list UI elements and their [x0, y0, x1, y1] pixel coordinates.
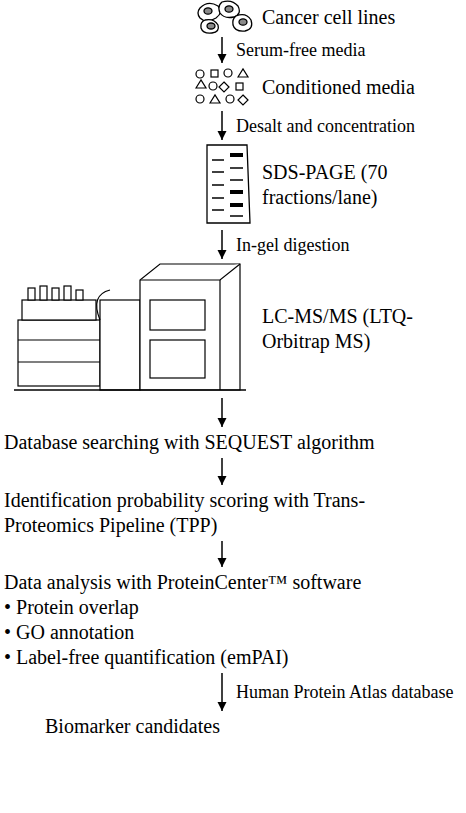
arrow-head [218, 558, 227, 567]
search-step: Database searching with SEQUEST algorith… [4, 430, 460, 455]
step-text: Cancer cell lines [262, 5, 462, 30]
bullet-item: • Label-free quantification (emPAI) [4, 645, 460, 670]
arrow-head [218, 418, 227, 427]
step-text: Data analysis with ProteinCenter™ softwa… [4, 570, 460, 595]
cell-line-step: Cancer cell lines [190, 0, 462, 34]
step-text: SDS-PAGE (70 fractions/lane) [262, 160, 462, 210]
analysis-step: Data analysis with ProteinCenter™ softwa… [4, 570, 460, 670]
arrow-head [218, 476, 227, 485]
step-text: Identification probability scoring with … [4, 488, 424, 538]
edge-label: Human Protein Atlas database [234, 681, 455, 703]
flow-arrow [218, 398, 227, 427]
flow-arrow [218, 230, 227, 259]
step-text: LC-MS/MS (LTQ-Orbitrap MS) [262, 304, 462, 354]
arrow-head [218, 54, 227, 63]
flow-arrow [218, 458, 227, 485]
step-text: Database searching with SEQUEST algorith… [4, 430, 460, 455]
gel-icon [207, 145, 250, 223]
flow-arrow [218, 673, 227, 711]
bullet-item: • GO annotation [4, 620, 460, 645]
scoring-step: Identification probability scoring with … [4, 488, 424, 538]
step-text: Conditioned media [262, 75, 462, 100]
flow-arrow [218, 37, 227, 63]
media-step: Conditioned media [190, 66, 462, 108]
arrow-head [218, 250, 227, 259]
flow-arrow [218, 541, 227, 567]
step-text: Biomarker candidates [45, 714, 305, 739]
media-icon [196, 69, 248, 105]
cell-icon [198, 1, 252, 33]
result-step: Biomarker candidates [45, 714, 305, 739]
ms-step: LC-MS/MS (LTQ-Orbitrap MS) [190, 262, 462, 395]
edge-label: In-gel digestion [234, 234, 351, 256]
lc-ms-instrument [14, 264, 246, 390]
gel-step: SDS-PAGE (70 fractions/lane) [190, 143, 462, 227]
bullet-item: • Protein overlap [4, 595, 460, 620]
edge-label: Desalt and concentration [234, 115, 417, 137]
arrow-head [218, 131, 227, 140]
edge-label: Serum-free media [234, 39, 367, 61]
flow-arrow [218, 111, 227, 140]
arrow-head [218, 702, 227, 711]
